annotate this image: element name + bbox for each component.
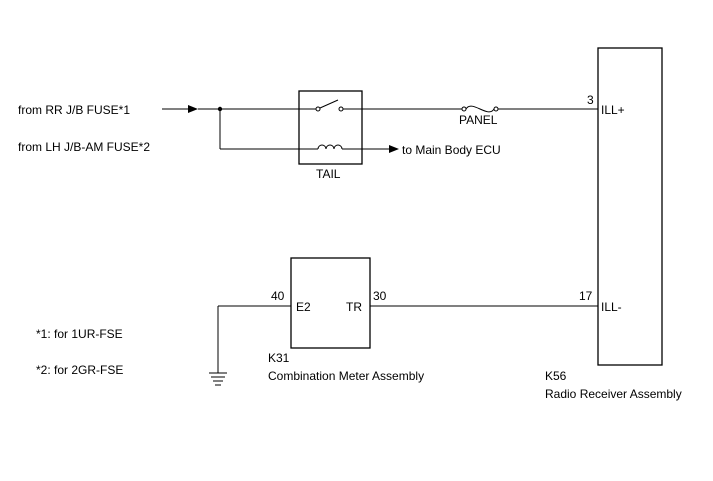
ecu-output-label: to Main Body ECU xyxy=(402,143,501,157)
radio-pin-ill-minus-name: ILL- xyxy=(601,300,622,314)
footnote-2: *2: for 2GR-FSE xyxy=(36,363,123,377)
source-fuse2-label: from LH J/B-AM FUSE*2 xyxy=(18,140,150,154)
ground-icon xyxy=(209,372,227,386)
fuse-terminal-left-icon xyxy=(461,106,467,112)
relay-coil-icon xyxy=(317,144,343,150)
meter-pin-30-number: 30 xyxy=(373,289,387,303)
meter-code: K31 xyxy=(268,351,290,365)
switch-blade xyxy=(319,99,339,109)
fuse-terminal-right-icon xyxy=(493,106,499,112)
tail-relay-label: TAIL xyxy=(316,167,341,181)
footnote-1: *1: for 1UR-FSE xyxy=(36,327,123,341)
meter-pin-tr-name: TR xyxy=(346,300,362,314)
meter-pin-40-number: 40 xyxy=(271,289,285,303)
meter-name: Combination Meter Assembly xyxy=(268,369,424,383)
radio-receiver-box xyxy=(597,47,663,366)
meter-pin-e2-name: E2 xyxy=(296,300,311,314)
radio-name: Radio Receiver Assembly xyxy=(545,387,682,401)
radio-code: K56 xyxy=(545,369,567,383)
ecu-arrow-icon xyxy=(389,145,399,153)
source-fuse1-label: from RR J/B FUSE*1 xyxy=(18,103,130,117)
panel-fuse-icon xyxy=(465,105,495,113)
radio-pin-17-number: 17 xyxy=(579,289,593,303)
combination-meter-box xyxy=(290,257,371,349)
panel-fuse-label: PANEL xyxy=(459,113,498,127)
tail-relay-box xyxy=(298,90,363,165)
input-arrow-icon xyxy=(188,105,198,113)
radio-pin-3-number: 3 xyxy=(587,93,594,107)
switch-contact-right-icon xyxy=(338,106,344,112)
radio-pin-ill-plus-name: ILL+ xyxy=(601,103,625,117)
switch-contact-left-icon xyxy=(315,106,321,112)
